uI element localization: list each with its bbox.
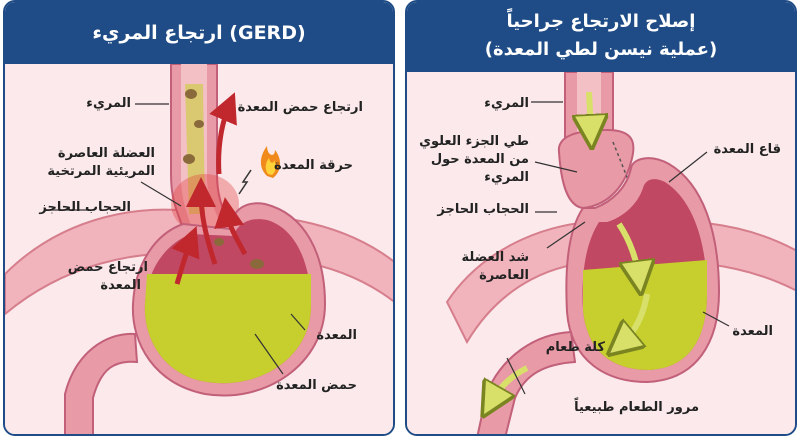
reflux-arrow-top	[209, 92, 237, 175]
label-fundus-wrap-line1: طي الجزء العلوي	[419, 134, 529, 149]
label-diaphragm: الحجاب الحاجز	[437, 202, 529, 217]
gerd-illustration	[5, 64, 393, 434]
label-stomach: المعدة	[732, 324, 773, 339]
suture-line	[612, 141, 638, 203]
label-fundus-wrap-line2: من المعدة حول	[430, 152, 529, 167]
food-particle	[194, 120, 204, 128]
nissen-panel-header: إصلاح الارتجاع جراحياً (عملية نيسن لطي ا…	[407, 2, 795, 72]
label-fundus: قاع المعدة	[713, 142, 781, 157]
nissen-panel: إصلاح الارتجاع جراحياً (عملية نيسن لطي ا…	[405, 0, 797, 436]
reflux-arrow	[186, 177, 218, 265]
food-particle	[183, 154, 195, 164]
food-particle	[185, 89, 197, 99]
food-arrow	[491, 365, 529, 402]
label-esophagus: المريء	[484, 96, 529, 111]
label-acid-reflux-side-line2: المعدة	[100, 278, 141, 293]
label-acid-reflux-side-line1: ارتجاع حمض	[67, 260, 148, 275]
label-les-line2: المريئية المرتخية	[47, 164, 155, 179]
label-stomach-acid: حمض المعدة	[276, 378, 357, 393]
food-particle	[250, 259, 264, 269]
nissen-illustration	[407, 72, 795, 434]
food-arrow	[589, 91, 591, 132]
nissen-title-line1: إصلاح الارتجاع جراحياً	[506, 11, 696, 32]
gerd-panel: ارتجاع المريء (GERD)	[3, 0, 395, 436]
food-arrow	[621, 293, 650, 344]
duodenum-shape	[64, 332, 139, 434]
food-particle	[214, 238, 224, 246]
label-les-line1: العضلة العاصرة	[57, 146, 155, 161]
label-food-bolus: كلة طعام	[545, 340, 605, 355]
nissen-title-line2: (عملية نيسن لطي المعدة)	[484, 39, 718, 60]
food-arrow	[616, 222, 639, 278]
label-diaphragm: الحجاب الحاجز	[39, 200, 131, 215]
label-stomach: المعدة	[316, 328, 357, 343]
label-normal-food-passage: مرور الطعام طبيعياً	[574, 400, 699, 415]
reflux-arrow	[214, 197, 248, 256]
label-tightened-sphincter-line2: العاصرة	[479, 268, 529, 283]
label-esophagus: المريء	[86, 96, 131, 111]
label-heartburn: حرقة المعدة	[274, 158, 353, 173]
label-acid-reflux-top: ارتجاع حمض المعدة	[237, 100, 363, 115]
gerd-panel-header: ارتجاع المريء (GERD)	[5, 2, 393, 64]
label-fundus-wrap-line3: المريء	[484, 170, 529, 185]
gerd-title: ارتجاع المريء (GERD)	[92, 22, 306, 44]
label-tightened-sphincter-line1: شد العضلة	[461, 250, 530, 265]
reflux-arrow-side	[171, 226, 200, 285]
stomach-acid-pool	[144, 274, 311, 384]
